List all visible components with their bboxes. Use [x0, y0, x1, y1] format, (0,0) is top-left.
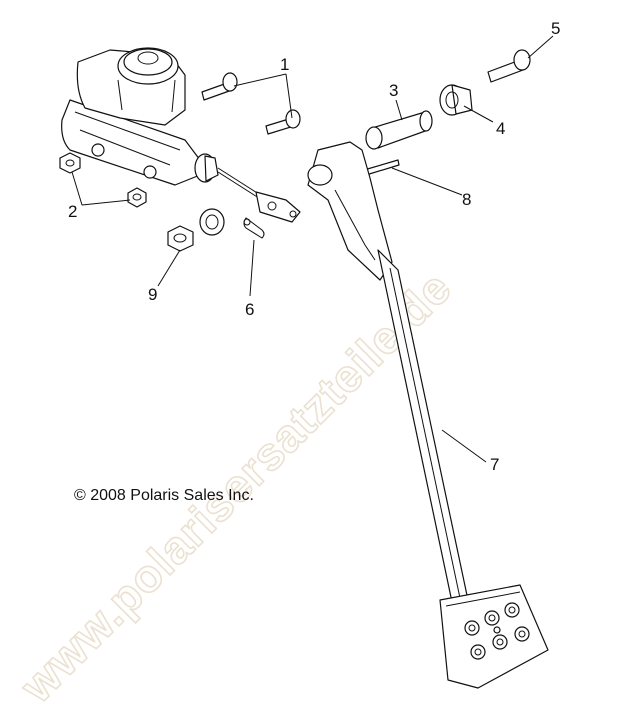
callout-7: 7	[490, 455, 499, 474]
callout-4: 4	[496, 119, 505, 138]
copyright-text: © 2008 Polaris Sales Inc.	[74, 487, 254, 504]
callout-2: 2	[68, 202, 77, 221]
callout-8: 8	[462, 190, 471, 209]
bolt-5	[487, 49, 531, 83]
bolt-1a	[201, 72, 238, 101]
hex-nut-2a	[59, 152, 81, 174]
pin-8	[363, 159, 400, 176]
callout-6: 6	[245, 300, 254, 319]
bushing	[199, 208, 225, 236]
hex-nut-9	[167, 225, 194, 252]
callout-3: 3	[389, 81, 398, 100]
callout-5: 5	[551, 19, 560, 38]
pedal-pad-studs	[464, 602, 530, 660]
bolt-1b	[265, 109, 301, 135]
hex-nut-2b	[127, 187, 147, 208]
leader-lines	[71, 35, 554, 463]
flange-bushing-4	[439, 84, 473, 116]
callout-1: 1	[280, 55, 289, 74]
cotter-pin-6	[243, 217, 265, 239]
sleeve-3	[365, 110, 433, 150]
brake-pedal-7	[307, 141, 549, 689]
callout-9: 9	[148, 285, 157, 304]
master-cylinder	[61, 47, 301, 223]
